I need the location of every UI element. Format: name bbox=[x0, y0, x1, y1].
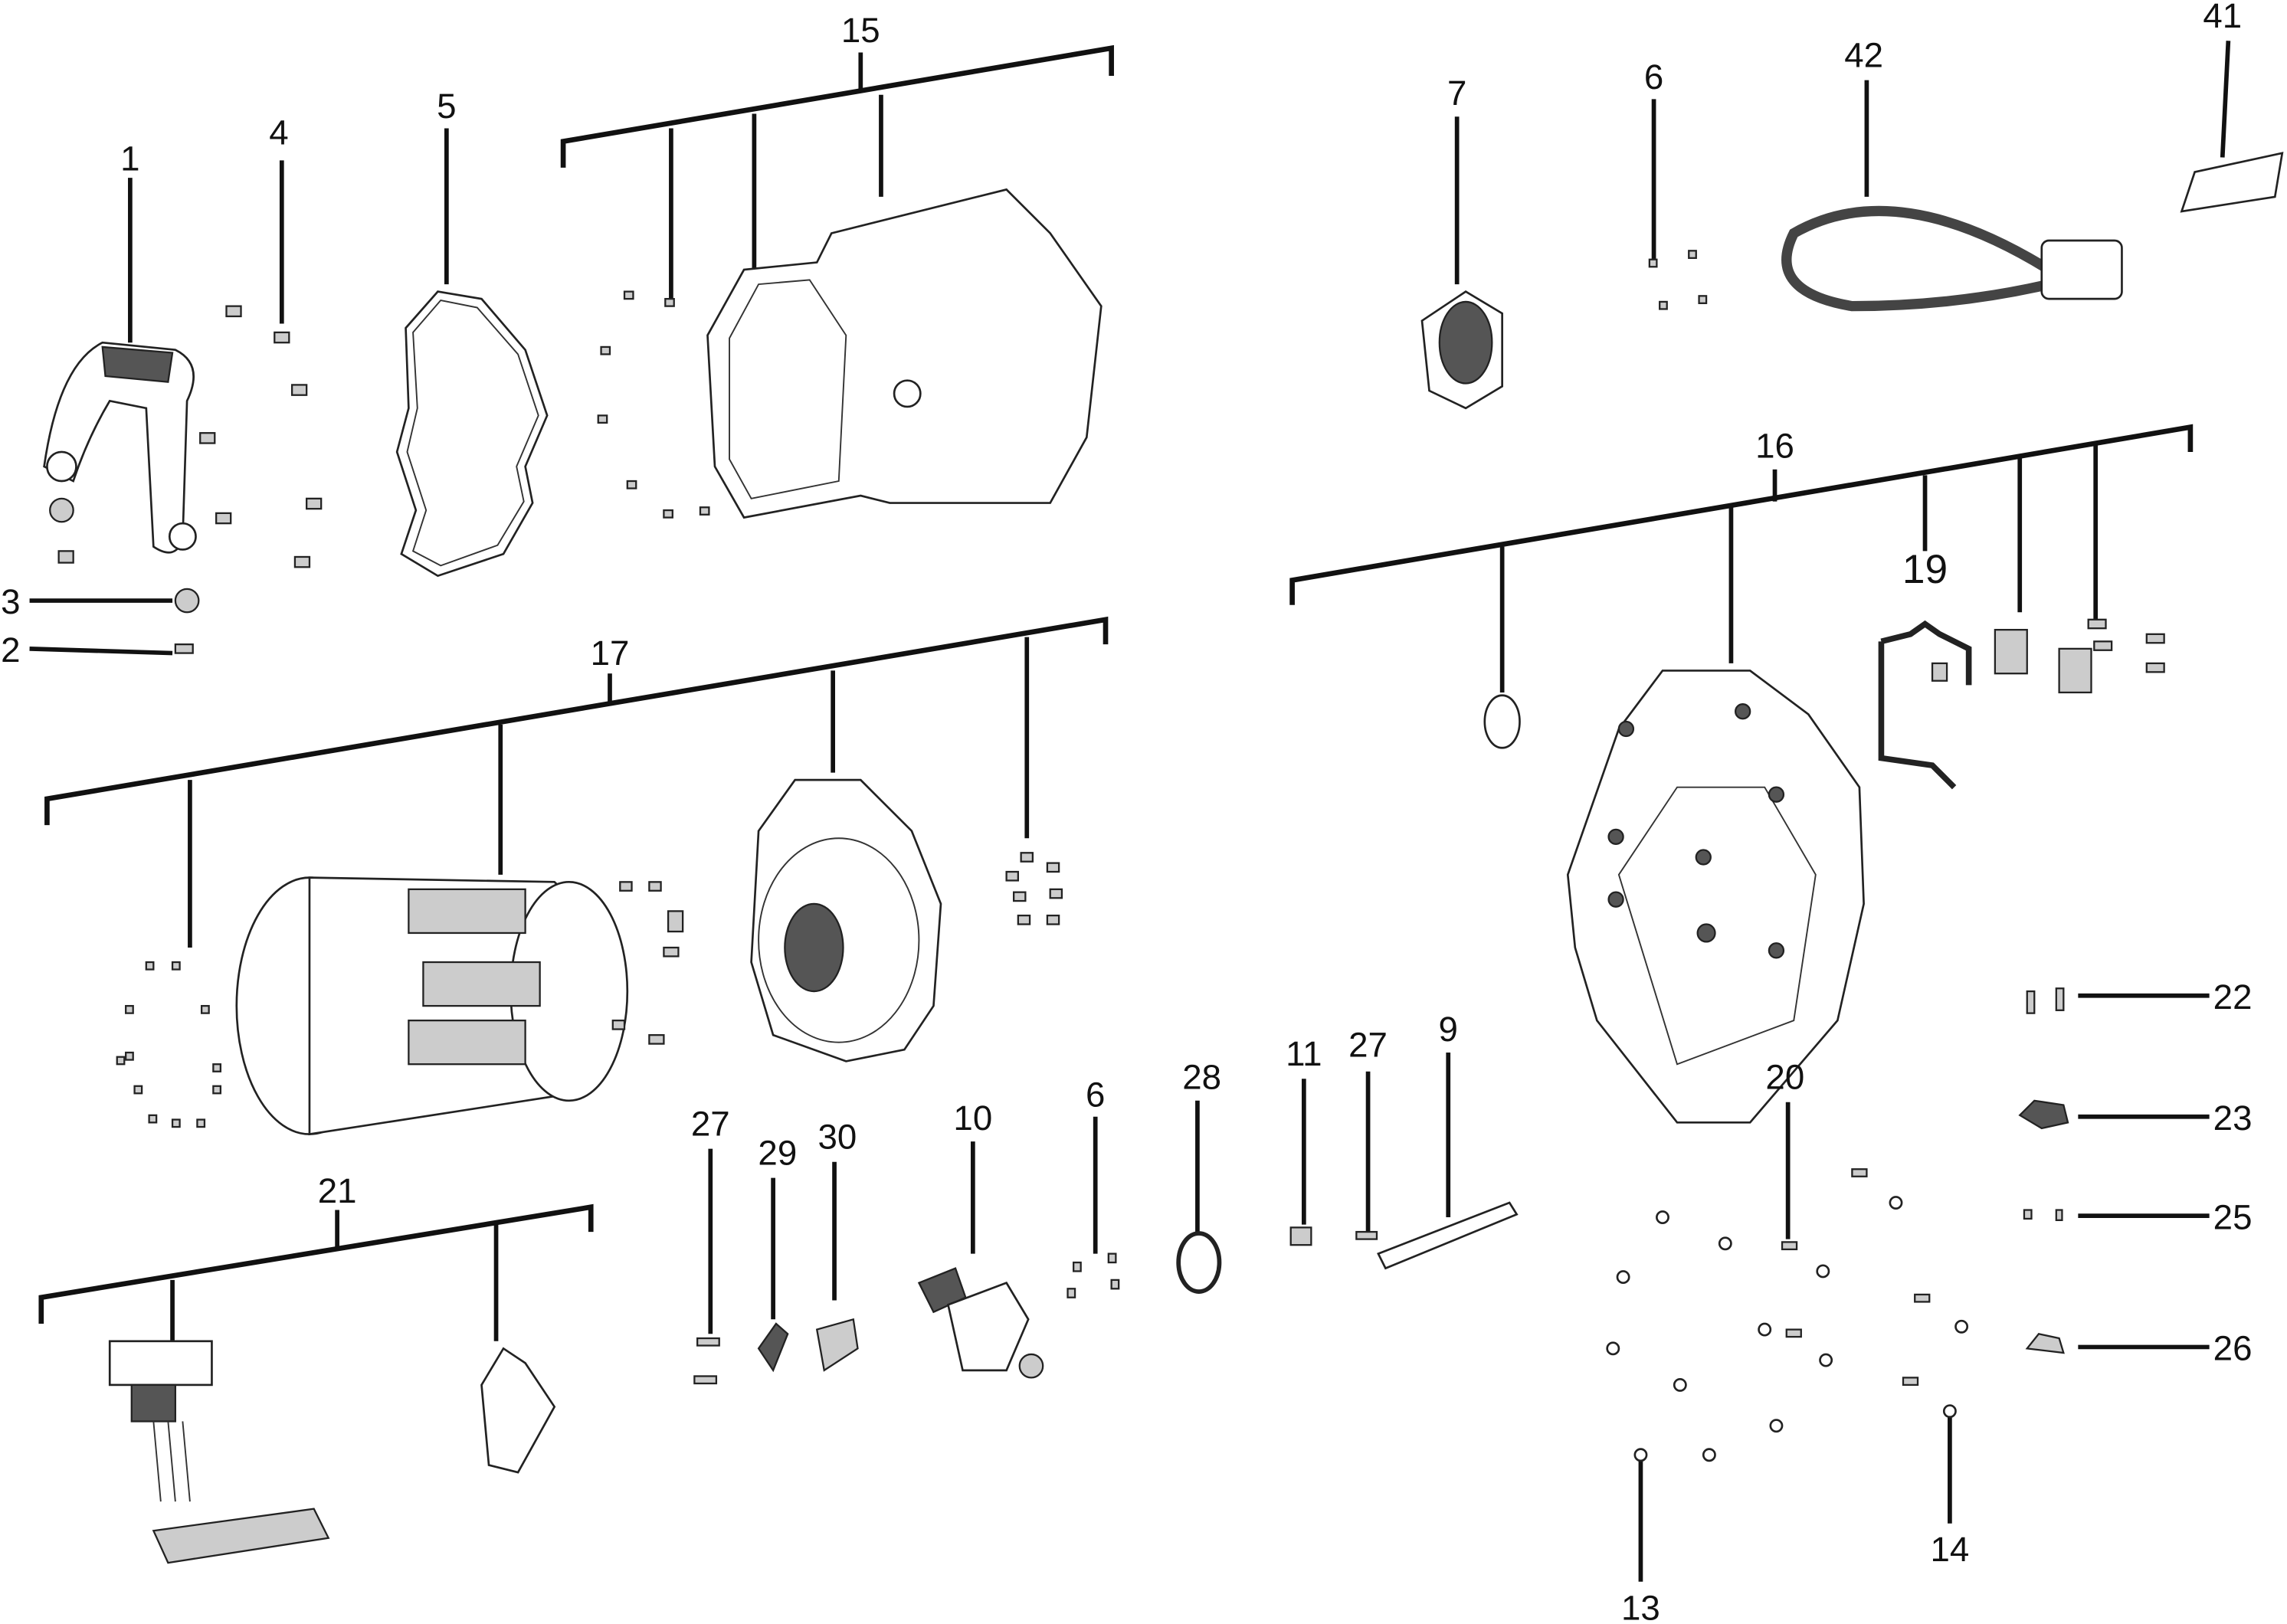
part-screws-4 bbox=[199, 305, 323, 568]
bracket-15 bbox=[560, 44, 1114, 300]
part-handle bbox=[43, 341, 200, 654]
part-socket-7 bbox=[1420, 250, 1708, 410]
part-oring-28 bbox=[1176, 1231, 1222, 1294]
callout-11: 11 bbox=[1286, 1034, 1322, 1073]
callout-16: 16 bbox=[1755, 427, 1794, 466]
part-endplate-16 bbox=[1566, 670, 1865, 1124]
callout-25: 25 bbox=[2213, 1197, 2253, 1236]
callout-6a: 6 bbox=[1644, 57, 1663, 97]
callout-10: 10 bbox=[953, 1098, 992, 1138]
bracket-17 bbox=[44, 616, 1109, 948]
callout-3: 3 bbox=[1, 582, 20, 621]
callout-2: 2 bbox=[1, 630, 20, 670]
callout-26: 26 bbox=[2213, 1329, 2253, 1368]
callout-22: 22 bbox=[2213, 977, 2253, 1017]
callout-41: 41 bbox=[2203, 0, 2242, 35]
part-label-41 bbox=[2180, 152, 2284, 213]
callout-23: 23 bbox=[2213, 1098, 2253, 1138]
callout-19: 19 bbox=[1902, 547, 1948, 592]
callout-13: 13 bbox=[1621, 1588, 1660, 1624]
callout-28: 28 bbox=[1182, 1058, 1221, 1097]
callout-17: 17 bbox=[591, 634, 630, 673]
callout-21: 21 bbox=[318, 1171, 357, 1210]
callout-27a: 27 bbox=[691, 1104, 730, 1143]
callout-6b: 6 bbox=[1086, 1075, 1105, 1114]
callout-5: 5 bbox=[437, 87, 456, 126]
part-hook-19 bbox=[1878, 618, 2165, 790]
part-gasket-5 bbox=[395, 290, 549, 578]
part-strap-42 bbox=[1781, 205, 2123, 312]
part-11-27-9 bbox=[1289, 1201, 1519, 1270]
part-board-21 bbox=[108, 1340, 556, 1564]
bracket-21 bbox=[38, 1203, 594, 1356]
callout-9: 9 bbox=[1439, 1010, 1458, 1049]
part-housing-15 bbox=[597, 188, 1103, 519]
part-endbell bbox=[750, 778, 1063, 1062]
callout-14: 14 bbox=[1930, 1530, 1969, 1569]
callout-42: 42 bbox=[1844, 36, 1883, 75]
part-ring bbox=[1483, 694, 1521, 749]
callout-27b: 27 bbox=[1348, 1026, 1388, 1065]
part-connector-10 bbox=[917, 1252, 1120, 1379]
callout-1: 1 bbox=[120, 139, 139, 178]
callout-30: 30 bbox=[817, 1118, 857, 1157]
callout-4: 4 bbox=[269, 113, 288, 152]
part-fasteners-right bbox=[2018, 987, 2069, 1354]
bracket-16 bbox=[1289, 424, 2194, 692]
part-small-27-29-30 bbox=[693, 1318, 859, 1385]
callout-20: 20 bbox=[1765, 1058, 1804, 1097]
part-stator-17 bbox=[116, 876, 684, 1136]
callout-15: 15 bbox=[841, 11, 880, 50]
leader-lines bbox=[29, 41, 2231, 1582]
callout-29: 29 bbox=[758, 1134, 797, 1173]
part-washers-13-14-20 bbox=[1606, 1168, 1969, 1462]
callout-7: 7 bbox=[1447, 74, 1466, 113]
